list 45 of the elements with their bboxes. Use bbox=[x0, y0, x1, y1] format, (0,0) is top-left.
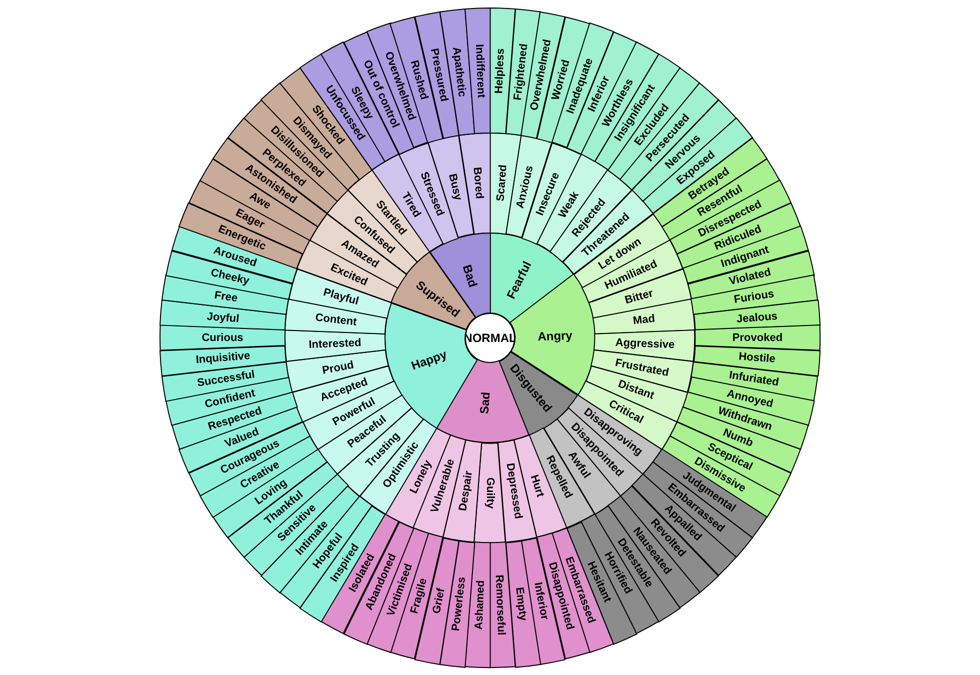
emotion-label: Bitter bbox=[624, 287, 655, 307]
emotion-label: Indifferent bbox=[472, 44, 487, 98]
emotion-label: Despair bbox=[457, 470, 476, 512]
emotion-label: Violated bbox=[728, 266, 773, 288]
emotion-label: Apathetic bbox=[450, 46, 468, 98]
emotion-label: Frightened bbox=[511, 43, 530, 102]
emotion-label: Content bbox=[314, 312, 358, 329]
emotion-label: Happy bbox=[410, 348, 448, 372]
emotion-label: Inquisitive bbox=[196, 350, 251, 367]
emotion-label: Successful bbox=[196, 368, 256, 390]
emotion-label: Helpless bbox=[493, 48, 508, 94]
emotion-label: Ashamed bbox=[472, 580, 487, 630]
emotion-label: Depressed bbox=[503, 462, 524, 520]
emotion-label: Jealous bbox=[736, 310, 778, 326]
emotion-label: Bored bbox=[470, 167, 486, 200]
emotion-label: Mad bbox=[632, 313, 656, 328]
emotion-label: Interested bbox=[308, 336, 362, 351]
emotion-label: Confident bbox=[203, 387, 256, 411]
emotion-label: Hurt bbox=[528, 473, 546, 498]
emotion-label: Cheeky bbox=[209, 266, 250, 288]
emotion-label: Angry bbox=[537, 328, 572, 342]
emotion-label: Busy bbox=[446, 172, 464, 202]
emotion-label: Playful bbox=[322, 286, 360, 308]
emotion-label: Guilty bbox=[484, 477, 496, 509]
emotion-label: Sad bbox=[478, 391, 492, 414]
emotion-label: Proud bbox=[321, 358, 355, 376]
emotion-label: Grief bbox=[430, 586, 448, 614]
emotion-label: Curious bbox=[202, 332, 244, 344]
emotion-label: Aggressive bbox=[615, 336, 675, 352]
emotion-label: Infuriated bbox=[728, 369, 780, 389]
emotion-label: Pressured bbox=[428, 48, 450, 103]
emotion-label: Empty bbox=[512, 586, 529, 622]
emotion-label: Furious bbox=[734, 288, 776, 306]
emotion-label: Anxious bbox=[514, 164, 536, 210]
emotion-label: Scared bbox=[494, 164, 510, 202]
emotion-label: Fragile bbox=[408, 576, 430, 615]
emotion-label: Bad bbox=[461, 263, 480, 289]
emotion-label: Provoked bbox=[732, 332, 783, 344]
emotion-label: Inferior bbox=[531, 580, 550, 620]
emotion-label: Free bbox=[213, 289, 238, 305]
emotion-label: Joyful bbox=[206, 310, 240, 325]
emotion-label: Hostile bbox=[738, 351, 776, 366]
emotion-label: Remorseful bbox=[493, 574, 508, 636]
emotion-label: Powerless bbox=[450, 576, 468, 632]
emotion-label: Frustrated bbox=[614, 356, 670, 379]
